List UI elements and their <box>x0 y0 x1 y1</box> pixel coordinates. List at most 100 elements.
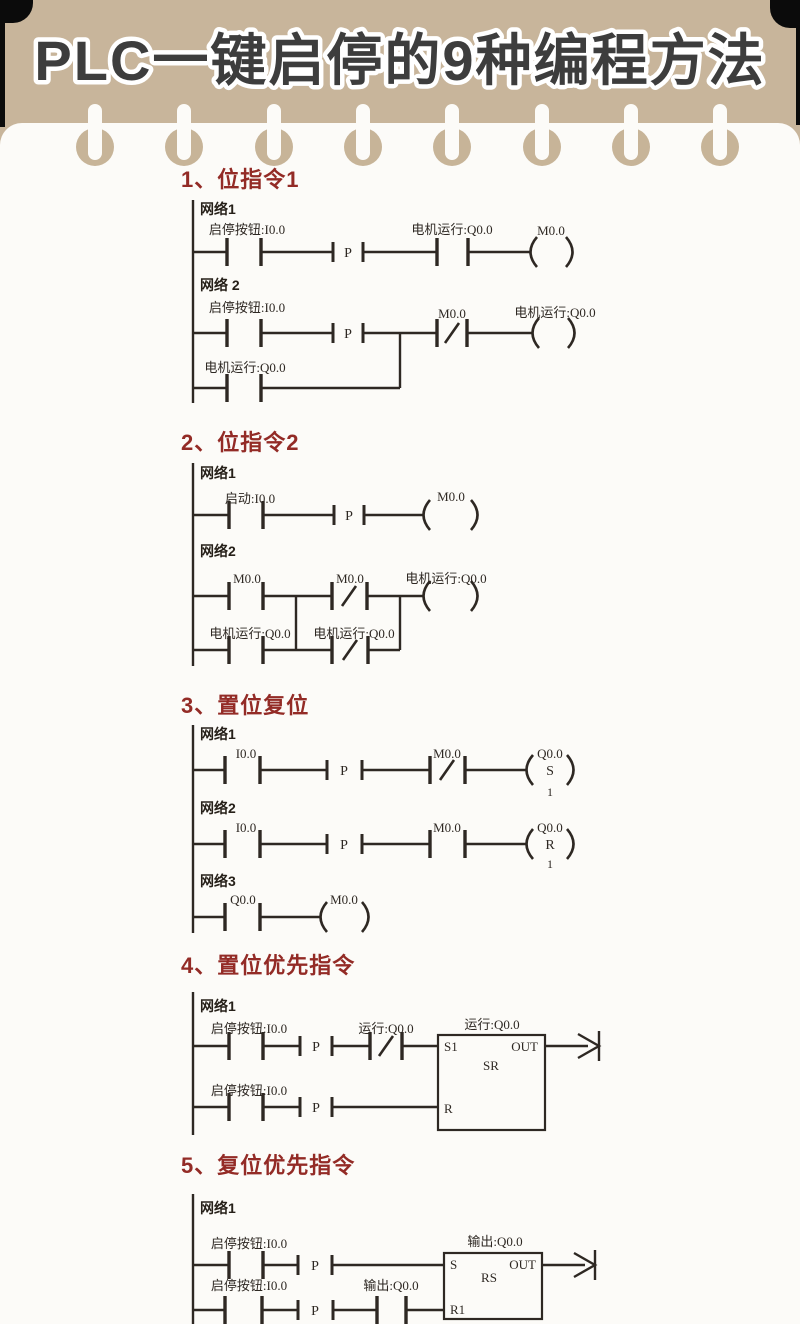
rung-network1: P 启停按钮:I0.0 电机运行:Q0.0 M0.0 <box>193 222 574 268</box>
coil-label: M0.0 <box>330 892 358 907</box>
output-arrow <box>545 1031 602 1061</box>
section-4-heading: 4、置位优先指令 <box>181 953 356 978</box>
rung-network2-row1: M0.0 M0.0 电机运行:Q0.0 <box>193 571 487 612</box>
network-label: 网络1 <box>200 1200 236 1216</box>
contact-label: I0.0 <box>236 746 257 761</box>
rung-row2: P 启停按钮:I0.0 输出:Q0.0 <box>193 1278 444 1324</box>
contact-label: 启停按钮:I0.0 <box>211 1236 287 1251</box>
coil-left-paren <box>422 580 432 612</box>
box-input-reset: R <box>444 1101 453 1116</box>
rung-row1: P 启停按钮:I0.0 <box>193 1236 444 1279</box>
coil-left-paren <box>525 754 535 786</box>
p-contact-letter: P <box>345 509 353 524</box>
photo-corner-top-left <box>0 0 33 23</box>
contact-label: M0.0 <box>438 306 466 321</box>
coil-label: Q0.0 <box>537 820 563 835</box>
coil-right-paren <box>469 580 479 612</box>
ring-tabs <box>88 104 727 160</box>
ladder-diagram-set-priority-sr: 网络1 P 启停按钮:I0.0 运行:Q0.0 S1 OUT SR R 运行:Q… <box>191 992 602 1135</box>
nc-contact-slash <box>341 639 359 661</box>
box-operand-label: 运行:Q0.0 <box>464 1017 519 1032</box>
contact-label: 启停按钮:I0.0 <box>209 300 285 315</box>
photo-edge-left <box>0 0 5 127</box>
network-label: 网络1 <box>200 998 236 1014</box>
box-type: RS <box>481 1270 497 1285</box>
coil-right-paren <box>565 828 575 860</box>
box-input-reset: R1 <box>450 1302 465 1317</box>
sr-function-box: S1 OUT SR R 运行:Q0.0 <box>436 1017 547 1132</box>
contact-label: 输出:Q0.0 <box>363 1278 418 1293</box>
coil-right-paren <box>360 901 370 933</box>
rung-network1: P 启动:I0.0 M0.0 <box>193 489 479 531</box>
box-input-set: S <box>450 1257 457 1272</box>
p-contact-letter: P <box>344 327 352 342</box>
rung-network1: P S 1 I0.0 M0.0 Q0.0 <box>193 746 575 799</box>
coil-right-paren <box>566 317 576 349</box>
contact-label: Q0.0 <box>230 892 256 907</box>
network-label: 网络2 <box>200 800 236 816</box>
box-output-pin: OUT <box>511 1039 538 1054</box>
contact-label: 启停按钮:I0.0 <box>211 1278 287 1293</box>
coil-left-paren <box>531 317 541 349</box>
coil-operator: R <box>545 838 555 853</box>
nc-contact-slash <box>377 1035 395 1057</box>
nc-contact-slash <box>438 759 456 781</box>
coil-right-paren <box>564 236 574 268</box>
p-contact-letter: P <box>340 838 348 853</box>
page-title-art: PLC一键启停的9种编程方法 <box>30 25 768 97</box>
contact-label: 电机运行:Q0.0 <box>204 360 285 375</box>
coil-label: 电机运行:Q0.0 <box>405 571 486 586</box>
page-title: PLC一键启停的9种编程方法 <box>34 29 765 92</box>
coil-operand-count: 1 <box>547 857 553 871</box>
ring-holes <box>76 128 739 166</box>
p-contact-letter: P <box>312 1101 320 1116</box>
box-output-pin: OUT <box>509 1257 536 1272</box>
section-5-heading: 5、复位优先指令 <box>181 1153 356 1178</box>
coil-label: M0.0 <box>537 223 565 238</box>
nc-contact-slash <box>443 322 461 344</box>
rung-network2: P R 1 I0.0 M0.0 Q0.0 <box>193 820 575 871</box>
coil-left-paren <box>422 499 432 531</box>
box-input-set: S1 <box>444 1039 458 1054</box>
ladder-diagram-set-reset: 网络1 P S 1 I0.0 M0.0 Q0.0 网络2 P R 1 I0.0 <box>191 725 575 933</box>
contact-label: M0.0 <box>233 571 261 586</box>
contact-label: 运行:Q0.0 <box>358 1021 413 1036</box>
ladder-diagram-reset-priority-rs: 网络1 P 启停按钮:I0.0 S OUT RS R1 输出:Q0.0 P 启停… <box>191 1194 598 1324</box>
rung-network3: Q0.0 M0.0 <box>193 892 370 933</box>
contact-label: 启动:I0.0 <box>225 491 275 506</box>
contact-label: 电机运行:Q0.0 <box>209 626 290 641</box>
p-contact-letter: P <box>312 1040 320 1055</box>
rung-network2-branch: 电机运行:Q0.0 <box>193 360 400 402</box>
section-1-heading: 1、位指令1 <box>181 167 300 192</box>
network-label: 网络1 <box>200 201 236 217</box>
coil-label: M0.0 <box>437 489 465 504</box>
binder-rings <box>76 104 739 166</box>
p-contact-letter: P <box>311 1259 319 1274</box>
coil-right-paren <box>469 499 479 531</box>
rung-network2: P 启停按钮:I0.0 M0.0 电机运行:Q0.0 <box>193 300 596 388</box>
network-label: 网络2 <box>200 543 236 559</box>
network-label: 网络3 <box>200 873 236 889</box>
rung-row2: P 启停按钮:I0.0 <box>193 1083 438 1121</box>
box-operand-label: 输出:Q0.0 <box>467 1234 522 1249</box>
nc-contact-slash <box>340 585 358 607</box>
rung-network2-row2: 电机运行:Q0.0 电机运行:Q0.0 <box>193 596 402 664</box>
coil-operator: S <box>546 764 554 779</box>
coil-left-paren <box>529 236 539 268</box>
sr-box-outline <box>436 1033 547 1132</box>
coil-label: Q0.0 <box>537 746 563 761</box>
contact-label: 启停按钮:I0.0 <box>211 1083 287 1098</box>
rung-row1: P 启停按钮:I0.0 运行:Q0.0 <box>193 1021 438 1060</box>
rs-box-outline <box>442 1251 544 1321</box>
coil-label: 电机运行:Q0.0 <box>514 305 595 320</box>
network-label: 网络 2 <box>200 277 240 293</box>
section-3-heading: 3、置位复位 <box>181 693 310 718</box>
p-contact-letter: P <box>344 246 352 261</box>
network-label: 网络1 <box>200 465 236 481</box>
coil-right-paren <box>565 754 575 786</box>
p-contact-letter: P <box>340 764 348 779</box>
output-arrow <box>542 1250 598 1280</box>
contact-label: 电机运行:Q0.0 <box>411 222 492 237</box>
contact-label: M0.0 <box>433 820 461 835</box>
